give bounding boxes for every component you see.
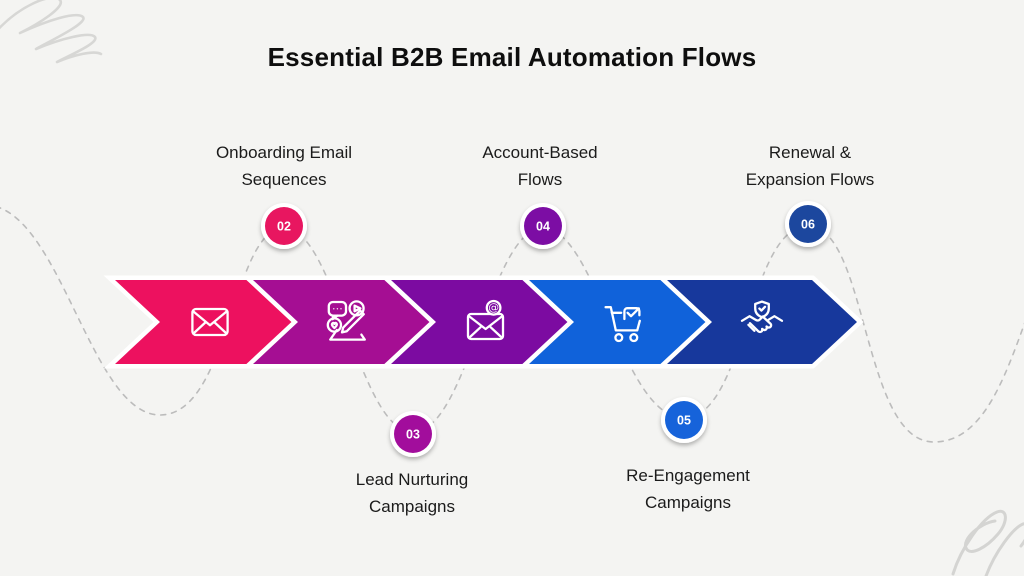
page-title: Essential B2B Email Automation Flows (267, 42, 757, 72)
step-label-re-engagement-campaigns: Re-Engagement Campaigns (626, 466, 750, 513)
handshake-shield-icon (740, 300, 784, 334)
badge-number: 02 (277, 220, 291, 234)
step-label-lead-nurturing-campaigns: Lead Nurturing Campaigns (355, 470, 469, 517)
scribble-decoration-top-left (0, 0, 103, 64)
badge-number: 05 (677, 414, 691, 428)
step-label-onboarding-email-sequences: Onboarding Email Sequences (215, 143, 353, 190)
content-engagement-icon (326, 300, 366, 341)
badge-number: 04 (536, 220, 550, 234)
badge-step-05: 05 (661, 397, 707, 443)
step-label-renewal-expansion-flows: Renewal & Expansion Flows (745, 143, 875, 190)
svg-text:@: @ (488, 301, 499, 314)
step-label-account-based-flows: Account-Based Flows (482, 143, 598, 190)
badge-step-03: 03 (390, 411, 436, 457)
badge-number: 06 (801, 218, 815, 232)
badge-step-06: 06 (785, 201, 831, 247)
arrow-step-5 (655, 275, 864, 369)
step-badges: 02 03 04 05 06 (261, 201, 831, 457)
email-envelope-icon (191, 307, 229, 337)
badge-number: 03 (406, 428, 420, 442)
email-at-icon: @ (466, 299, 505, 341)
badge-step-04: 04 (520, 203, 566, 249)
badge-step-02: 02 (261, 203, 307, 249)
chevron-arrows (103, 275, 864, 369)
cart-check-icon (604, 306, 641, 343)
scribble-decoration-bottom-right (951, 509, 1024, 576)
